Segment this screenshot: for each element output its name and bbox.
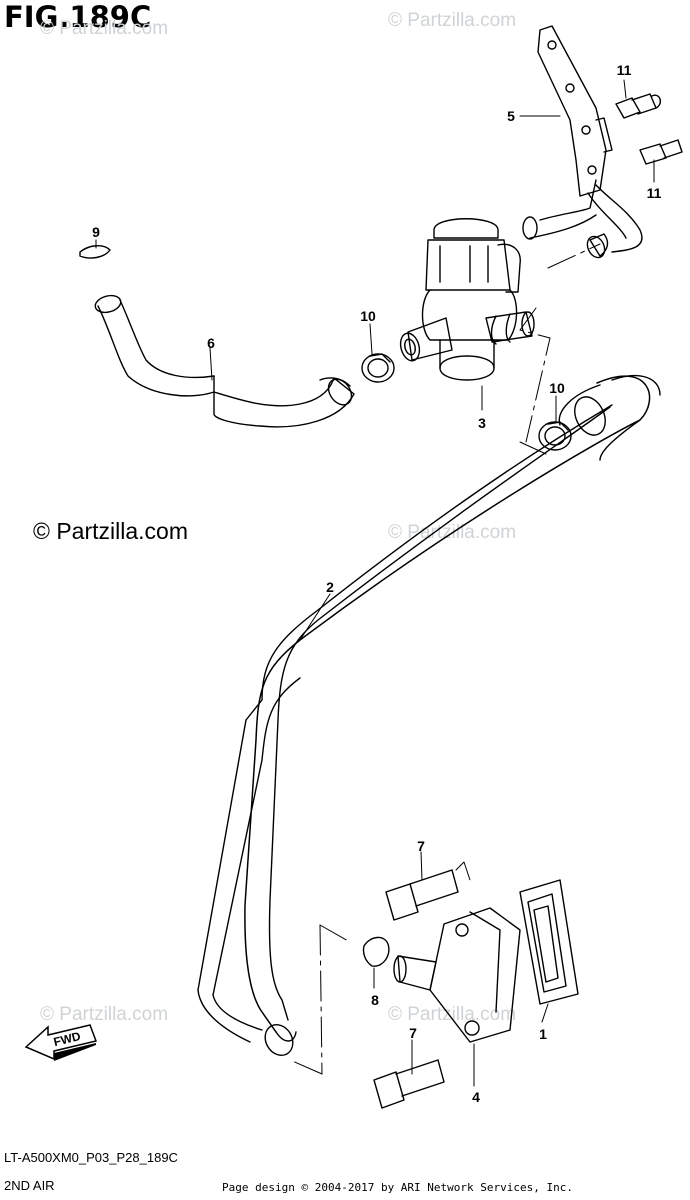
- watermark: © Partzilla.com: [40, 1004, 169, 1025]
- figure-code: LT-A500XM0_P03_P28_189C: [4, 1150, 178, 1165]
- callout-6: 6: [207, 335, 215, 351]
- callout-4: 4: [472, 1089, 480, 1105]
- callout-2: 2: [326, 579, 334, 595]
- watermark-main: © Partzilla.com: [33, 518, 188, 544]
- clamp-part-10a: [361, 353, 395, 383]
- valve-part-3: [399, 218, 535, 381]
- figure-name: 2ND AIR: [4, 1178, 55, 1193]
- callout-9: 9: [92, 224, 100, 240]
- bolt-part-11b: [639, 139, 683, 165]
- watermark: © Partzilla.com: [388, 10, 517, 31]
- hose-part-6: [94, 294, 355, 428]
- callout-5: 5: [507, 108, 515, 124]
- bolt-part-7a: [385, 869, 459, 921]
- bracket-part-5: [522, 25, 643, 259]
- clip-part-9: [79, 245, 111, 259]
- cover-part-4: [393, 907, 521, 1043]
- gasket-part-1: [519, 879, 579, 1005]
- callout-8: 8: [371, 992, 379, 1008]
- callout-3: 3: [478, 415, 486, 431]
- fwd-label: FWD: [52, 1029, 82, 1049]
- bolt-part-7b: [373, 1059, 445, 1109]
- clip-part-8: [362, 936, 390, 967]
- hose-part-2: [197, 374, 661, 1057]
- callout-11a: 11: [616, 62, 632, 78]
- figure-title: FIG.189C: [4, 0, 152, 34]
- watermark: © Partzilla.com: [388, 1004, 517, 1025]
- callout-1: 1: [539, 1026, 547, 1042]
- bolt-part-11a: [615, 93, 662, 119]
- watermark: © Partzilla.com: [40, 18, 169, 39]
- callout-10a: 10: [360, 308, 376, 324]
- callout-10b: 10: [549, 380, 565, 396]
- clamp-part-10b: [538, 421, 572, 451]
- forward-arrow-icon: FWD: [24, 1024, 98, 1061]
- page-credit: Page design © 2004-2017 by ARI Network S…: [222, 1181, 573, 1194]
- callout-7b: 7: [409, 1025, 417, 1041]
- callout-11b: 11: [646, 185, 662, 201]
- callout-7a: 7: [417, 838, 425, 854]
